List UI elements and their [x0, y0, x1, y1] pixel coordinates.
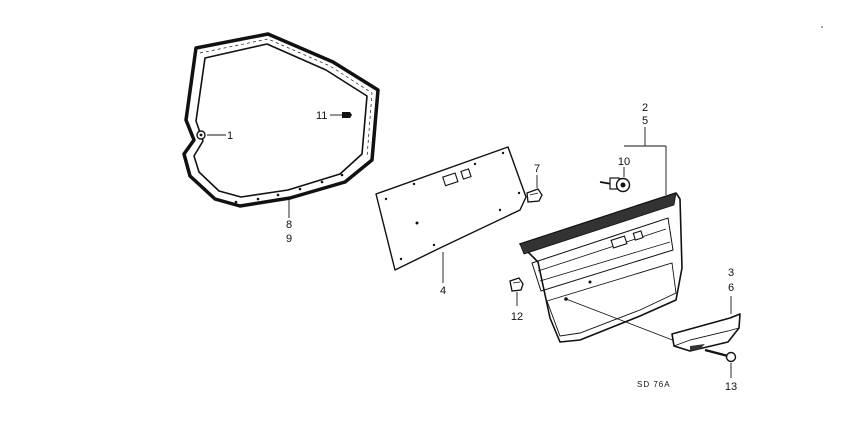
clip-part-12: [509, 277, 524, 306]
callout-3: 3: [728, 267, 734, 279]
leader-bracket-2-5: [624, 127, 667, 195]
callout-2: 2: [642, 102, 648, 114]
callout-4: 4: [440, 285, 446, 297]
callout-1: 1: [227, 130, 233, 142]
leader-lines: [288, 197, 444, 283]
clip-part-11: [330, 112, 352, 118]
inner-handle-part-10: [599, 167, 631, 193]
callout-13: 13: [725, 381, 737, 393]
clip-part-1: [196, 130, 226, 140]
diagram-code: SD 76A: [637, 380, 671, 389]
callout-6: 6: [728, 282, 734, 294]
callout-5: 5: [642, 115, 648, 127]
door-weatherstrip: [182, 32, 380, 208]
armrest: [671, 296, 741, 352]
callout-12: 12: [511, 311, 523, 323]
door-lining-board: [375, 146, 527, 271]
speck: [821, 26, 823, 28]
screw-part-13: [704, 348, 737, 378]
callout-labels: 1 2 5 3 6 4 7 8 9 10 11 12 13: [227, 102, 737, 393]
callout-9: 9: [286, 233, 292, 245]
callout-7: 7: [534, 163, 540, 175]
clip-part-7: [526, 175, 543, 203]
callout-10: 10: [618, 156, 630, 168]
callout-8: 8: [286, 219, 292, 231]
callout-11: 11: [316, 110, 327, 122]
door-trim-panel: [519, 192, 689, 347]
weatherstrip-clip-dots: [234, 173, 344, 204]
